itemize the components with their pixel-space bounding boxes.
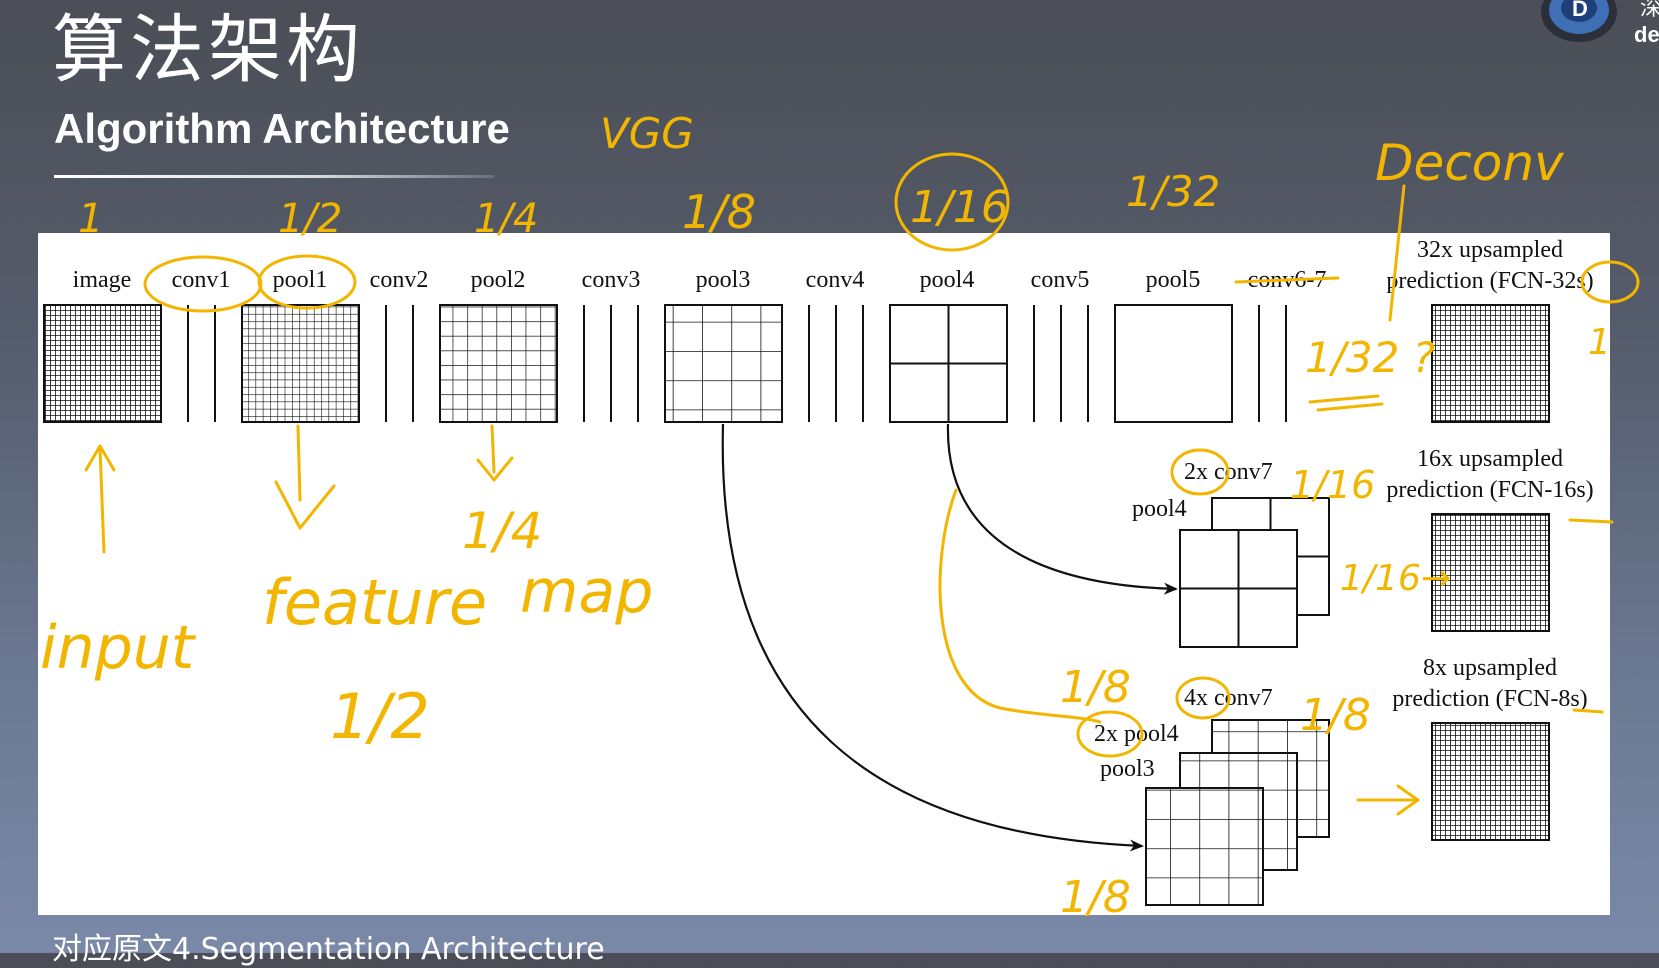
fcn8-output-map <box>1431 722 1550 841</box>
pool3-map <box>664 304 783 423</box>
note-scale-pool2: 1/4 <box>474 196 538 242</box>
fusion-label-pool3: pool3 <box>1100 756 1155 782</box>
note-scale-pool3: 1/8 <box>682 185 756 239</box>
skip-arrow-pool4 <box>946 423 1178 595</box>
note-scale-pool1: 1/2 <box>278 196 342 242</box>
note-feature: feature <box>262 566 487 639</box>
underline-32 <box>1308 394 1384 412</box>
note-scale-pool4: 1/16 <box>910 182 1009 233</box>
fcn16-title-line1: 16x upsampled <box>1417 446 1563 472</box>
stage-label-conv3: conv3 <box>582 267 641 293</box>
conv4-layer-lines <box>808 305 864 422</box>
conv1-layer-lines <box>187 305 216 422</box>
slide-title-chinese: 算法架构 <box>52 7 364 93</box>
circle-fcn32s <box>1580 260 1640 304</box>
stage-label-conv1: conv1 <box>172 267 231 293</box>
note-vgg: VGG <box>600 109 694 158</box>
svg-text:D: D <box>1572 0 1588 21</box>
circle-conv1 <box>143 255 263 313</box>
conv3-layer-lines <box>583 305 639 422</box>
deconv-line <box>1388 184 1406 322</box>
fcn32-title-line1: 32x upsampled <box>1417 237 1563 263</box>
note-scale-16: 1/16 <box>1290 463 1375 507</box>
stage-label-image: image <box>73 267 132 293</box>
note-half: 1/2 <box>330 680 430 753</box>
note-scale-16-arrow: 1/16→ <box>1340 558 1451 599</box>
note-output-one: 1 <box>1588 322 1611 363</box>
image-map <box>43 304 162 423</box>
arrow-down-pool2 <box>476 424 514 482</box>
fcn32-title-line2: prediction (FCN-32s) <box>1386 268 1593 294</box>
pool2-map <box>439 304 558 423</box>
fcn16-output-map <box>1431 513 1550 632</box>
fusion-stack-16s <box>1179 497 1330 648</box>
pool5-map <box>1114 304 1233 423</box>
arrow-to-fcn8 <box>1356 784 1420 816</box>
conv5-layer-lines <box>1033 305 1089 422</box>
stage-label-pool2: pool2 <box>471 267 526 293</box>
fusion-stack-8s <box>1145 719 1330 906</box>
note-map: map <box>520 557 653 627</box>
output-dash-16 <box>1568 518 1614 524</box>
note-scale-8-a: 1/8 <box>1060 662 1131 713</box>
note-deconv: Deconv <box>1375 134 1565 192</box>
skip-arrow-pool3 <box>721 423 1144 852</box>
title-divider <box>54 175 494 178</box>
stage-label-pool5: pool5 <box>1146 267 1201 293</box>
note-input: input <box>40 613 197 683</box>
pool1-map <box>241 304 360 423</box>
circle-scale-16 <box>894 152 1010 252</box>
stage-label-pool4: pool4 <box>920 267 975 293</box>
output-tick-8 <box>1572 708 1604 714</box>
stage-label-conv2: conv2 <box>370 267 429 293</box>
fcn32-output-map <box>1431 304 1550 423</box>
handwritten-annotations: VGG Deconv 1 1/2 1/4 1/8 1/16 1/32 1/32 … <box>40 109 1640 923</box>
pool4-map <box>889 304 1008 423</box>
strike-conv6-7 <box>1234 276 1340 284</box>
slide-caption: 对应原文4.Segmentation Architecture <box>52 932 605 967</box>
stage-label-pool1: pool1 <box>273 267 328 293</box>
note-scale-8-b: 1/8 <box>1300 690 1371 741</box>
brand-text-top: 深 <box>1640 0 1659 20</box>
fcn16-title-line2: prediction (FCN-16s) <box>1386 477 1593 503</box>
brand-logo-icon: D <box>1541 0 1617 42</box>
stage-label-conv5: conv5 <box>1031 267 1090 293</box>
conv2-layer-lines <box>385 305 414 422</box>
note-scale-image: 1 <box>78 196 103 242</box>
circle-4x <box>1175 676 1231 720</box>
fcn8-title-line1: 8x upsampled <box>1423 655 1557 681</box>
pool4-to-fcn8-trace <box>938 488 1102 724</box>
arrow-up-input <box>84 444 116 554</box>
stage-label-pool3: pool3 <box>696 267 751 293</box>
note-scale-8-c: 1/8 <box>1060 872 1131 923</box>
note-scale-32-question: 1/32 ? <box>1305 333 1435 382</box>
fcn8-title-line2: prediction (FCN-8s) <box>1392 686 1587 712</box>
stage-label-conv4: conv4 <box>806 267 865 293</box>
fusion-label-2x-pool4: 2x pool4 <box>1094 721 1179 747</box>
conv6-7-layer-lines <box>1258 305 1287 422</box>
circle-2x <box>1170 448 1230 496</box>
brand-text: de <box>1634 22 1659 47</box>
fusion-label-pool4: pool4 <box>1132 496 1187 522</box>
note-quarter: 1/4 <box>462 502 542 560</box>
circle-2x-pool4 <box>1076 710 1144 758</box>
note-scale-pool5: 1/32 <box>1126 167 1220 216</box>
circle-pool1 <box>257 254 357 310</box>
slide-title-english: Algorithm Architecture <box>54 105 510 152</box>
arrow-down-pool1 <box>274 424 336 530</box>
